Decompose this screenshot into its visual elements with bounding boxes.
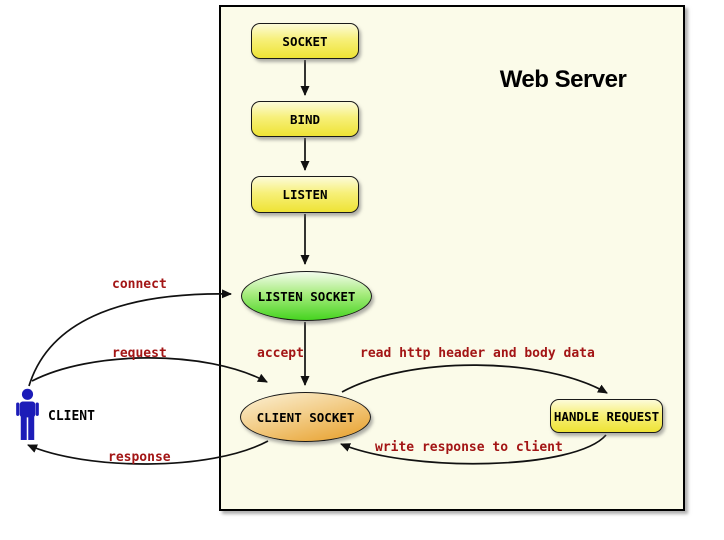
- edge-label-response: response: [108, 450, 171, 465]
- edge-label-connect: connect: [112, 277, 167, 292]
- edge-label-request: request: [112, 346, 167, 361]
- node-socket: SOCKET: [251, 23, 359, 59]
- edge-label-write-response: write response to client: [375, 440, 563, 455]
- client-actor-label: CLIENT: [48, 409, 95, 424]
- node-handle-request-label: HANDLE REQUEST: [553, 408, 660, 424]
- edge-label-accept: accept: [257, 346, 304, 361]
- node-handle-request: HANDLE REQUEST: [550, 399, 663, 433]
- node-socket-label: SOCKET: [282, 33, 328, 49]
- node-bind-label: BIND: [289, 111, 321, 127]
- node-listen-label: LISTEN: [282, 187, 328, 202]
- arrow-connect-client-to-listen-socket: [28, 289, 232, 387]
- diagram-title: Web Server: [499, 66, 627, 93]
- node-bind: BIND: [251, 101, 359, 137]
- node-client-socket: CLIENT SOCKET: [240, 392, 371, 442]
- node-client-socket-label: CLIENT SOCKET: [256, 409, 355, 425]
- node-listen-socket: LISTEN SOCKET: [241, 271, 372, 321]
- client-person-icon: [16, 388, 39, 440]
- edge-label-read-http: read http header and body data: [360, 346, 595, 361]
- node-listen-socket-label: LISTEN SOCKET: [257, 288, 356, 304]
- node-listen: LISTEN: [251, 176, 359, 213]
